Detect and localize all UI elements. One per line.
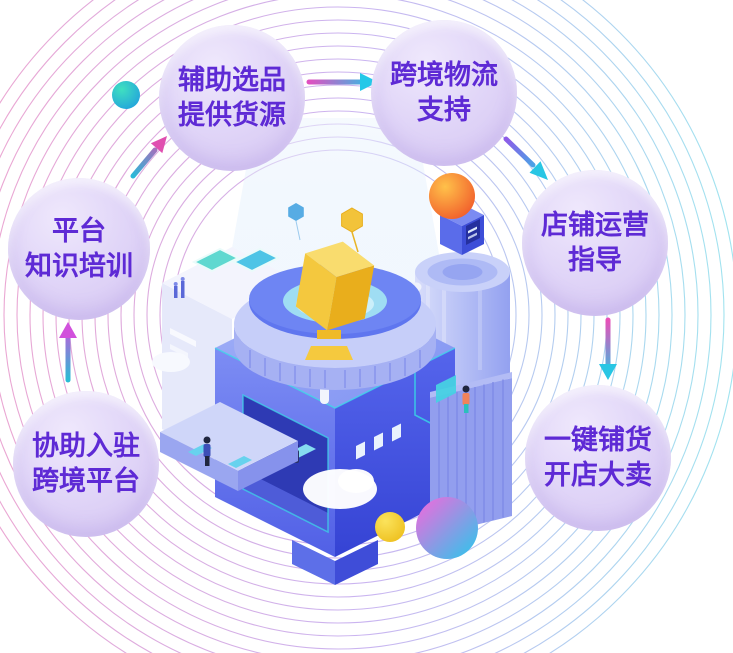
step-bubble-logistics-support: 跨境物流 支持 (371, 20, 517, 166)
walkway-platform (160, 402, 298, 491)
step-bubble-platform-training: 平台 知识培训 (8, 178, 150, 320)
arrow-up-right-icon (130, 136, 167, 179)
decor-spheres (112, 81, 478, 559)
worker-walking-icon (203, 436, 211, 466)
arrow-up-icon (59, 322, 77, 383)
step-label-line: 知识培训 (25, 251, 133, 281)
central-illustration (152, 118, 512, 585)
orange-sphere-icon (429, 173, 475, 219)
hexagon-blue-icon (288, 203, 304, 221)
arrow-down-right-icon (503, 136, 548, 180)
arrow-right-icon (306, 73, 378, 91)
step-label-line: 支持 (417, 95, 471, 125)
step-bubble-one-click-listing: 一键铺货 开店大卖 (525, 385, 671, 531)
crystal-icon (295, 241, 375, 331)
step-bubble-product-selection: 辅助选品 提供货源 (159, 25, 305, 171)
pink-cyan-sphere-icon (416, 497, 478, 559)
monitor-icon (436, 375, 456, 403)
floating-hexagons (288, 203, 363, 253)
step-label-line: 辅助选品 (178, 64, 286, 95)
teal-sphere-icon (112, 81, 140, 109)
hexagon-gold-icon (341, 207, 363, 233)
step-label-line: 开店大卖 (544, 460, 652, 490)
step-label-line: 提供货源 (178, 100, 286, 130)
step-label-line: 跨境平台 (32, 466, 140, 496)
step-bubble-platform-onboarding: 协助入驻 跨境平台 (13, 391, 159, 537)
yellow-sphere-icon (375, 512, 405, 542)
step-label-line: 协助入驻 (32, 430, 140, 461)
step-label-line: 平台 (52, 215, 106, 246)
cloud-icon (152, 352, 377, 509)
ribbed-building (430, 372, 512, 536)
flow-arrows (59, 73, 617, 383)
step-label-line: 指导 (568, 245, 622, 275)
arrow-down-icon (599, 317, 617, 380)
step-label-line: 跨境物流 (390, 59, 498, 90)
step-label-line: 一键铺货 (544, 424, 652, 455)
worker-desk-icon (462, 385, 470, 413)
step-label-line: 店铺运营 (541, 209, 649, 240)
step-bubble-store-operation: 店铺运营 指导 (522, 170, 668, 316)
